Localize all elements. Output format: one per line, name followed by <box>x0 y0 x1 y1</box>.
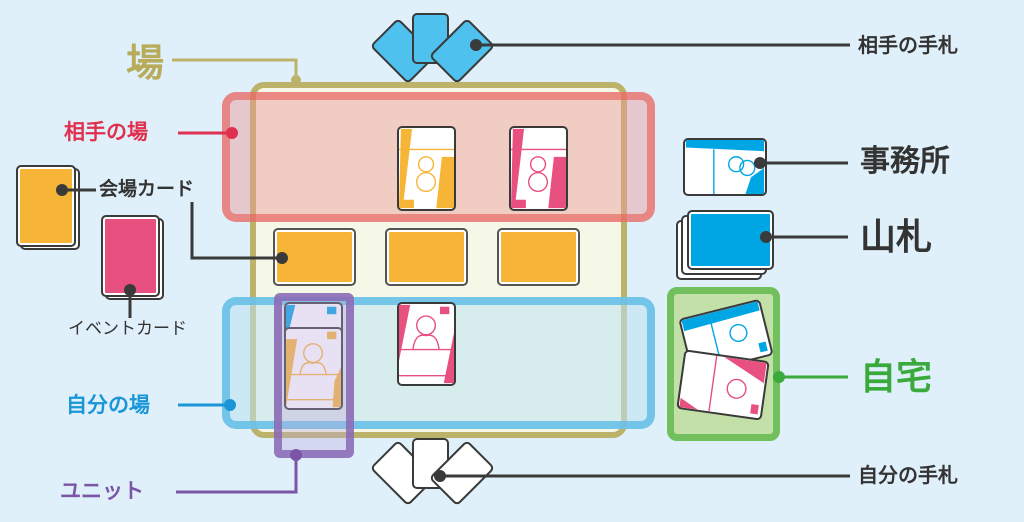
my-field-label: 自分の場 <box>66 393 150 417</box>
venue-slot-2[interactable] <box>385 228 468 286</box>
event-card-deck[interactable] <box>101 215 160 297</box>
opponent-field-label: 相手の場 <box>64 120 148 144</box>
deck-label: 山札 <box>860 217 933 258</box>
opponent-hand-label: 相手の手札 <box>858 33 958 57</box>
venue-slot-1[interactable] <box>273 228 356 286</box>
opponent-unit-card-pink[interactable] <box>509 126 568 211</box>
field-label: 場 <box>126 41 165 85</box>
home-card-pink[interactable] <box>676 349 770 421</box>
venue-slot-3[interactable] <box>497 228 580 286</box>
home-label: 自宅 <box>860 357 933 398</box>
office-label: 事務所 <box>860 144 950 179</box>
unit-label: ユニット <box>60 479 144 503</box>
event-card-label: イベントカード <box>68 319 187 339</box>
opponent-unit-card-orange[interactable] <box>397 126 456 211</box>
office-card[interactable] <box>683 138 767 196</box>
my-unit-card-pink[interactable] <box>397 302 456 386</box>
my-unit-card-orange[interactable] <box>284 327 343 410</box>
unit-zone <box>274 293 354 458</box>
my-hand-label: 自分の手札 <box>858 463 958 487</box>
venue-card-label: 会場カード <box>99 178 195 200</box>
venue-card-deck[interactable] <box>16 165 76 247</box>
deck-pile[interactable] <box>687 210 774 270</box>
